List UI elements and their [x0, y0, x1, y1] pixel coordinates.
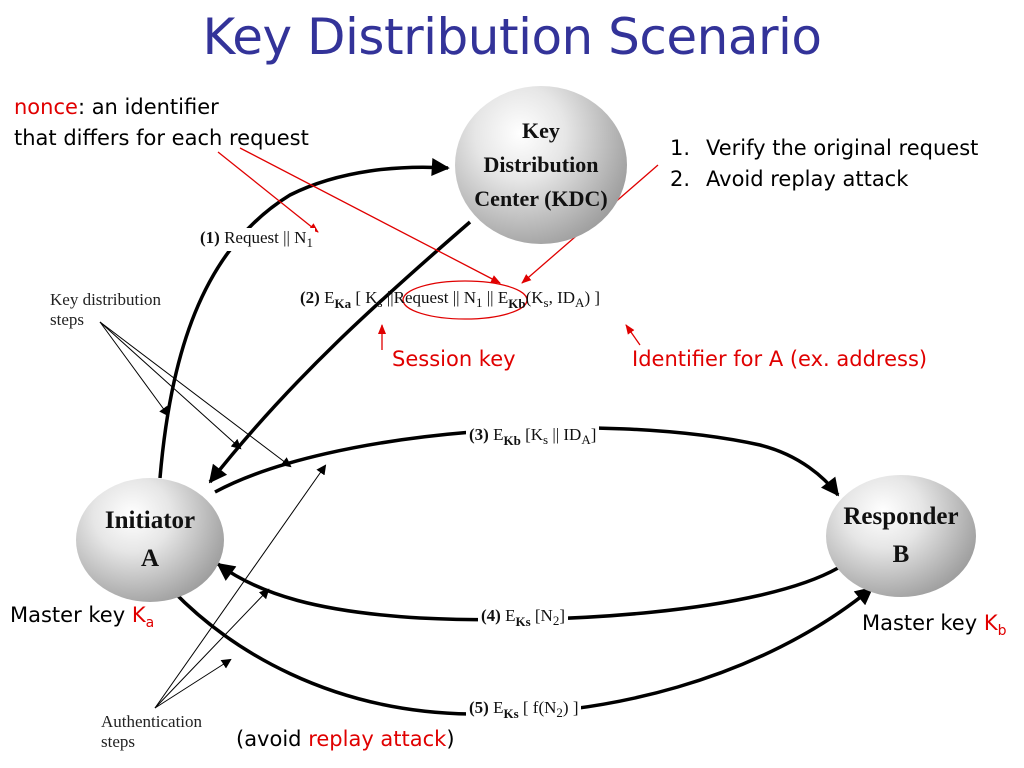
identifier-pointer — [625, 324, 641, 346]
message-4-label: (4) EKs [N2] — [478, 606, 569, 630]
nonce-def-1: : an identifier — [77, 95, 219, 119]
verify-item: 2.Avoid replay attack — [670, 167, 909, 191]
kdc-label-line3: Center (KDC) — [474, 186, 608, 211]
pointer-auth-step-3 — [154, 658, 232, 709]
nonce-term: nonce — [14, 95, 78, 119]
pointer-auth-step-1 — [154, 464, 327, 709]
key-distribution-steps-label: Key distribution steps — [50, 290, 161, 329]
message-3-label: (3) EKb [Ks || IDA] — [466, 425, 600, 449]
pointer-key-step-2 — [99, 321, 242, 450]
responder-label-line2: B — [892, 541, 910, 568]
master-key-a: Master key Ka — [10, 603, 155, 631]
pointer-key-step-1 — [99, 321, 170, 417]
arrow-msg3 — [214, 426, 840, 497]
arrow-msg4 — [216, 562, 839, 622]
initiator-label-line1: Initiator — [104, 507, 196, 534]
nonce-pointer-1 — [217, 151, 319, 233]
message-2-label: (2) EKa [ Ks ||Request || N1 || EKb(Ks, … — [300, 288, 601, 311]
master-key-b: Master key Kb — [862, 611, 1007, 639]
kdc-label-line2: Distribution — [483, 152, 599, 177]
message-5-label: (5) EKs [ f(N2) ] — [466, 698, 582, 722]
identifier-a-label: Identifier for A (ex. address) — [632, 347, 928, 371]
pointer-auth-step-2 — [154, 588, 270, 709]
arrow-request — [158, 158, 450, 479]
nonce-pointer-2 — [239, 147, 501, 284]
arrow-kdc-response — [208, 220, 472, 484]
initiator-label-line2: A — [140, 545, 160, 572]
responder-node: Responder B — [826, 475, 976, 597]
request-highlight-ellipse — [402, 280, 528, 320]
avoid-replay-note: (avoid replay attack) — [236, 727, 455, 751]
authentication-steps-label: Authentication steps — [101, 712, 203, 751]
verify-item: 1.Verify the original request — [670, 136, 979, 160]
nonce-note: nonce: an identifier that differs for ea… — [14, 92, 309, 154]
message-1-label: (1) Request || N1 — [198, 228, 315, 251]
pointer-key-step-3 — [99, 321, 292, 468]
responder-label-line1: Responder — [843, 503, 959, 530]
nonce-def-2: that differs for each request — [14, 126, 309, 150]
session-key-label: Session key — [392, 347, 516, 371]
verify-list: 1.Verify the original request 2.Avoid re… — [670, 133, 978, 195]
kdc-node: Key Distribution Center (KDC) — [455, 86, 627, 244]
kdc-label-line1: Key — [522, 118, 560, 143]
initiator-node: Initiator A — [76, 478, 224, 602]
slide-title: Key Distribution Scenario — [202, 8, 823, 66]
